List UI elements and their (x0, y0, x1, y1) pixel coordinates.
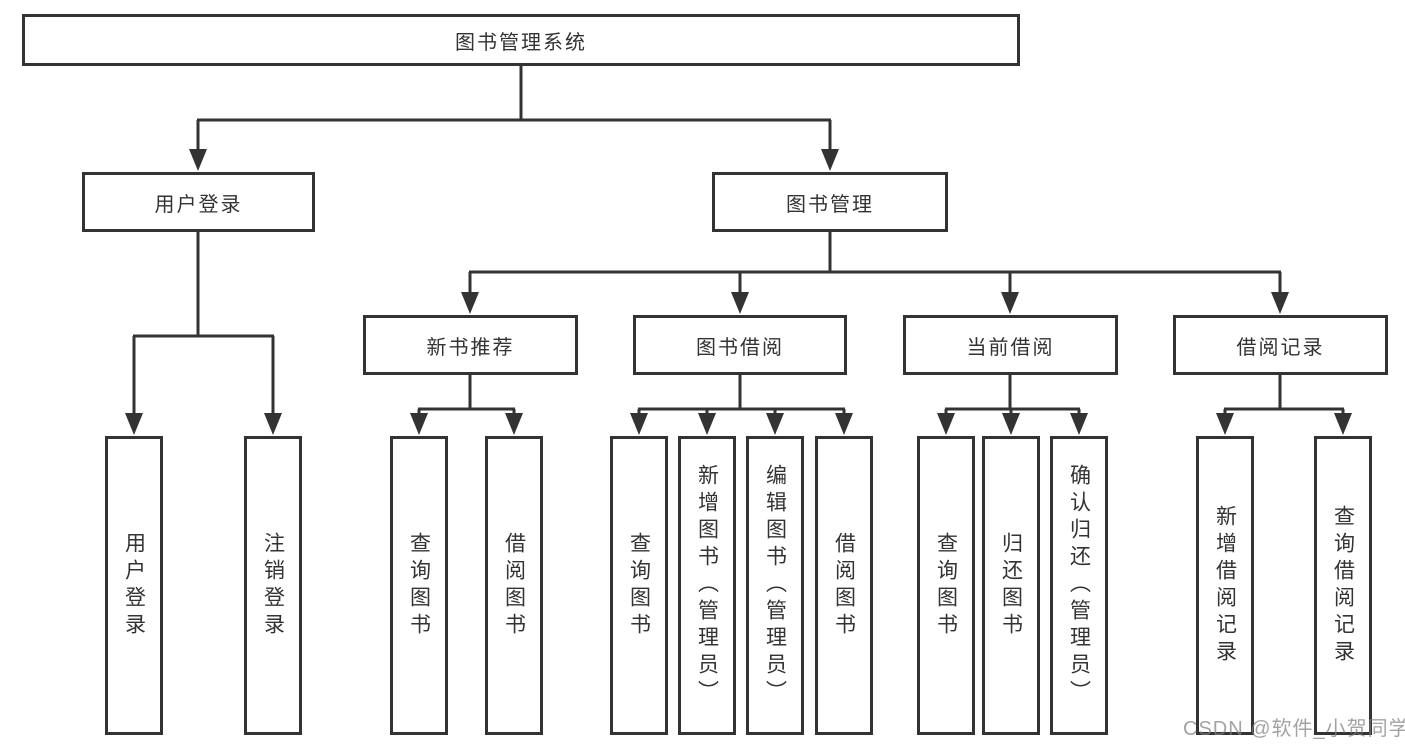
node-borrow-records: 借阅记录 (1173, 315, 1388, 375)
leaf-label: 编辑图书（管理员） (763, 464, 787, 707)
leaf-edit-books-admin: 编辑图书（管理员） (746, 436, 804, 735)
leaf-label: 借阅图书 (832, 531, 856, 640)
leaf-label: 注销登录 (261, 531, 285, 640)
leaf-label: 查询图书 (627, 531, 651, 640)
node-user-login: 用户登录 (82, 172, 315, 232)
leaf-label: 借阅图书 (502, 531, 526, 640)
leaf-label: 新增借阅记录 (1213, 504, 1237, 667)
leaf-query-borrow-record: 查询借阅记录 (1314, 436, 1372, 735)
node-current-borrow: 当前借阅 (903, 315, 1118, 375)
leaf-query-books-recommend: 查询图书 (390, 436, 448, 735)
watermark: CSDN @软件_小贺同学 (1183, 718, 1405, 740)
node-book-management: 图书管理 (712, 172, 948, 232)
leaf-add-books-admin: 新增图书（管理员） (678, 436, 736, 735)
node-root: 图书管理系统 (22, 14, 1020, 66)
leaf-label: 查询借阅记录 (1331, 504, 1355, 667)
leaf-add-borrow-record: 新增借阅记录 (1196, 436, 1254, 735)
leaf-label: 确认归还（管理员） (1067, 464, 1091, 707)
node-book-borrow: 图书借阅 (633, 315, 847, 375)
leaf-label: 查询图书 (407, 531, 431, 640)
leaf-label: 用户登录 (122, 531, 146, 640)
leaf-user-login: 用户登录 (105, 436, 163, 735)
leaf-borrow-books: 借阅图书 (815, 436, 873, 735)
leaf-return-books: 归还图书 (982, 436, 1040, 735)
leaf-label: 新增图书（管理员） (695, 464, 719, 707)
leaf-confirm-return-admin: 确认归还（管理员） (1050, 436, 1108, 735)
leaf-label: 查询图书 (934, 531, 958, 640)
node-new-book-recommend: 新书推荐 (363, 315, 578, 375)
leaf-query-books-current: 查询图书 (917, 436, 975, 735)
leaf-logout: 注销登录 (244, 436, 302, 735)
leaf-label: 归还图书 (999, 531, 1023, 640)
leaf-borrow-books-recommend: 借阅图书 (485, 436, 543, 735)
leaf-query-books-borrow: 查询图书 (610, 436, 668, 735)
